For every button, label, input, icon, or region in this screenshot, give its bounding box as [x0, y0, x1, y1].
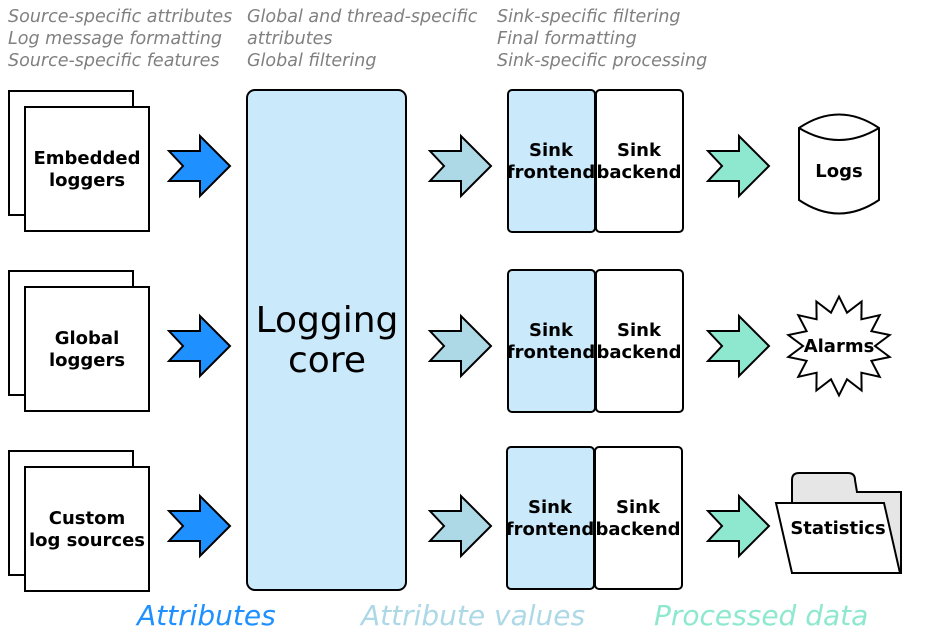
note-global-filtering: Global filtering: [247, 51, 377, 71]
attributes-arrow: [166, 313, 232, 379]
sink-frontend: [506, 446, 595, 590]
note-source-features: Source-specific features: [8, 51, 220, 71]
sink-1: Sink frontend Sink backend: [507, 89, 684, 233]
sink-notes: Sink-specific filtering Final formatting…: [497, 6, 707, 72]
backend-label-line2: backend: [595, 519, 680, 540]
note-message-formatting: Log message formatting: [8, 29, 222, 49]
frontend-label-line1: Sink: [528, 497, 573, 518]
statistics-label: Statistics: [790, 518, 885, 539]
legend-attribute-values: Attribute values: [361, 599, 586, 632]
frontend-label-line2: frontend: [507, 342, 595, 363]
note-attributes: attributes: [247, 29, 333, 49]
source-label-line2: loggers: [49, 170, 125, 191]
sink-frontend: [507, 89, 596, 233]
frontend-label-line2: frontend: [506, 519, 594, 540]
starburst-icon: [785, 294, 893, 398]
statistics-output: Statistics: [774, 472, 902, 574]
source-embedded-loggers: Embedded loggers: [8, 90, 150, 232]
database-icon: [798, 113, 880, 215]
source-notes: Source-specific attributes Log message f…: [8, 6, 232, 72]
processed-data-arrow: [705, 493, 771, 559]
alarms-label: Alarms: [804, 336, 875, 357]
backend-label-line1: Sink: [617, 140, 662, 161]
source-label-line1: Global: [55, 328, 120, 349]
backend-label-line2: backend: [596, 342, 681, 363]
sink-backend: [595, 269, 684, 413]
sink-3: Sink frontend Sink backend: [506, 446, 683, 590]
source-custom-log-sources: Custom log sources: [8, 450, 150, 592]
frontend-label-line1: Sink: [529, 140, 574, 161]
core-label-line2: core: [288, 340, 366, 381]
note-source-attributes: Source-specific attributes: [8, 7, 233, 27]
sink-backend: [595, 89, 684, 233]
folder-front: [774, 502, 902, 574]
source-label-line1: Embedded: [33, 148, 140, 169]
frontend-label-line2: frontend: [507, 162, 595, 183]
sink-backend: [594, 446, 683, 590]
attribute-values-arrow: [427, 133, 493, 199]
sink-2: Sink frontend Sink backend: [507, 269, 684, 413]
logs-label: Logs: [815, 161, 862, 182]
logs-output: Logs: [798, 113, 880, 215]
source-global-loggers: Global loggers: [8, 270, 150, 412]
note-final-formatting: Final formatting: [497, 29, 637, 49]
attribute-values-arrow: [427, 493, 493, 559]
note-sink-processing: Sink-specific processing: [497, 51, 708, 71]
frontend-label-line1: Sink: [529, 320, 574, 341]
sink-frontend: [507, 269, 596, 413]
core-notes: Global and thread-specific attributes Gl…: [247, 6, 477, 72]
alarms-output: Alarms: [785, 294, 893, 398]
attribute-values-arrow: [427, 313, 493, 379]
note-sink-filtering: Sink-specific filtering: [497, 7, 681, 27]
logging-core: Logging core: [246, 89, 407, 591]
source-label-line1: Custom: [49, 508, 125, 529]
legend-attributes: Attributes: [137, 599, 276, 632]
core-label-line1: Logging: [256, 300, 399, 341]
backend-label-line1: Sink: [617, 320, 662, 341]
processed-data-arrow: [705, 133, 771, 199]
attributes-arrow: [166, 493, 232, 559]
note-global-attributes: Global and thread-specific: [247, 7, 478, 27]
backend-label-line1: Sink: [616, 497, 661, 518]
source-label-line2: loggers: [49, 350, 125, 371]
processed-data-arrow: [705, 313, 771, 379]
backend-label-line2: backend: [596, 162, 681, 183]
legend-processed-data: Processed data: [654, 599, 869, 632]
attributes-arrow: [166, 133, 232, 199]
source-label-line2: log sources: [29, 530, 145, 551]
